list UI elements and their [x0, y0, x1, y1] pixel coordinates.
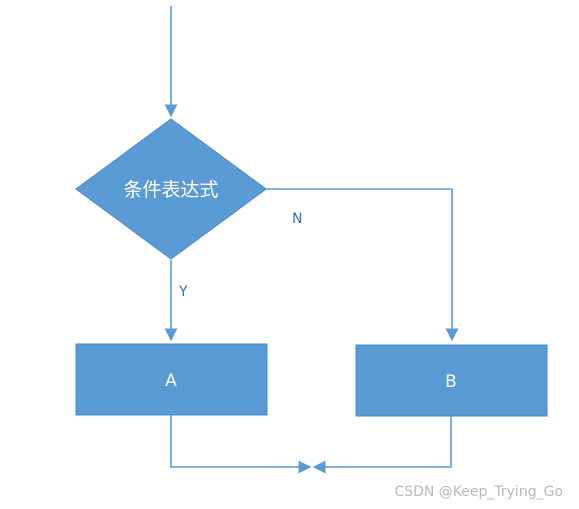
no-label: N — [292, 211, 302, 227]
process-box-a — [75, 343, 268, 416]
merge-arrow-from-a — [170, 415, 312, 474]
condition-label: 条件表达式 — [123, 179, 218, 201]
yes-label: Y — [178, 284, 188, 300]
box-b-label: B — [445, 372, 457, 392]
box-a-label: A — [165, 371, 177, 391]
merge-arrow-from-b — [312, 416, 452, 474]
condition-diamond — [75, 118, 267, 260]
process-box-b — [355, 344, 548, 417]
watermark-text: CSDN @Keep_Trying_Go — [394, 484, 563, 500]
no-branch-arrow — [266, 188, 459, 342]
